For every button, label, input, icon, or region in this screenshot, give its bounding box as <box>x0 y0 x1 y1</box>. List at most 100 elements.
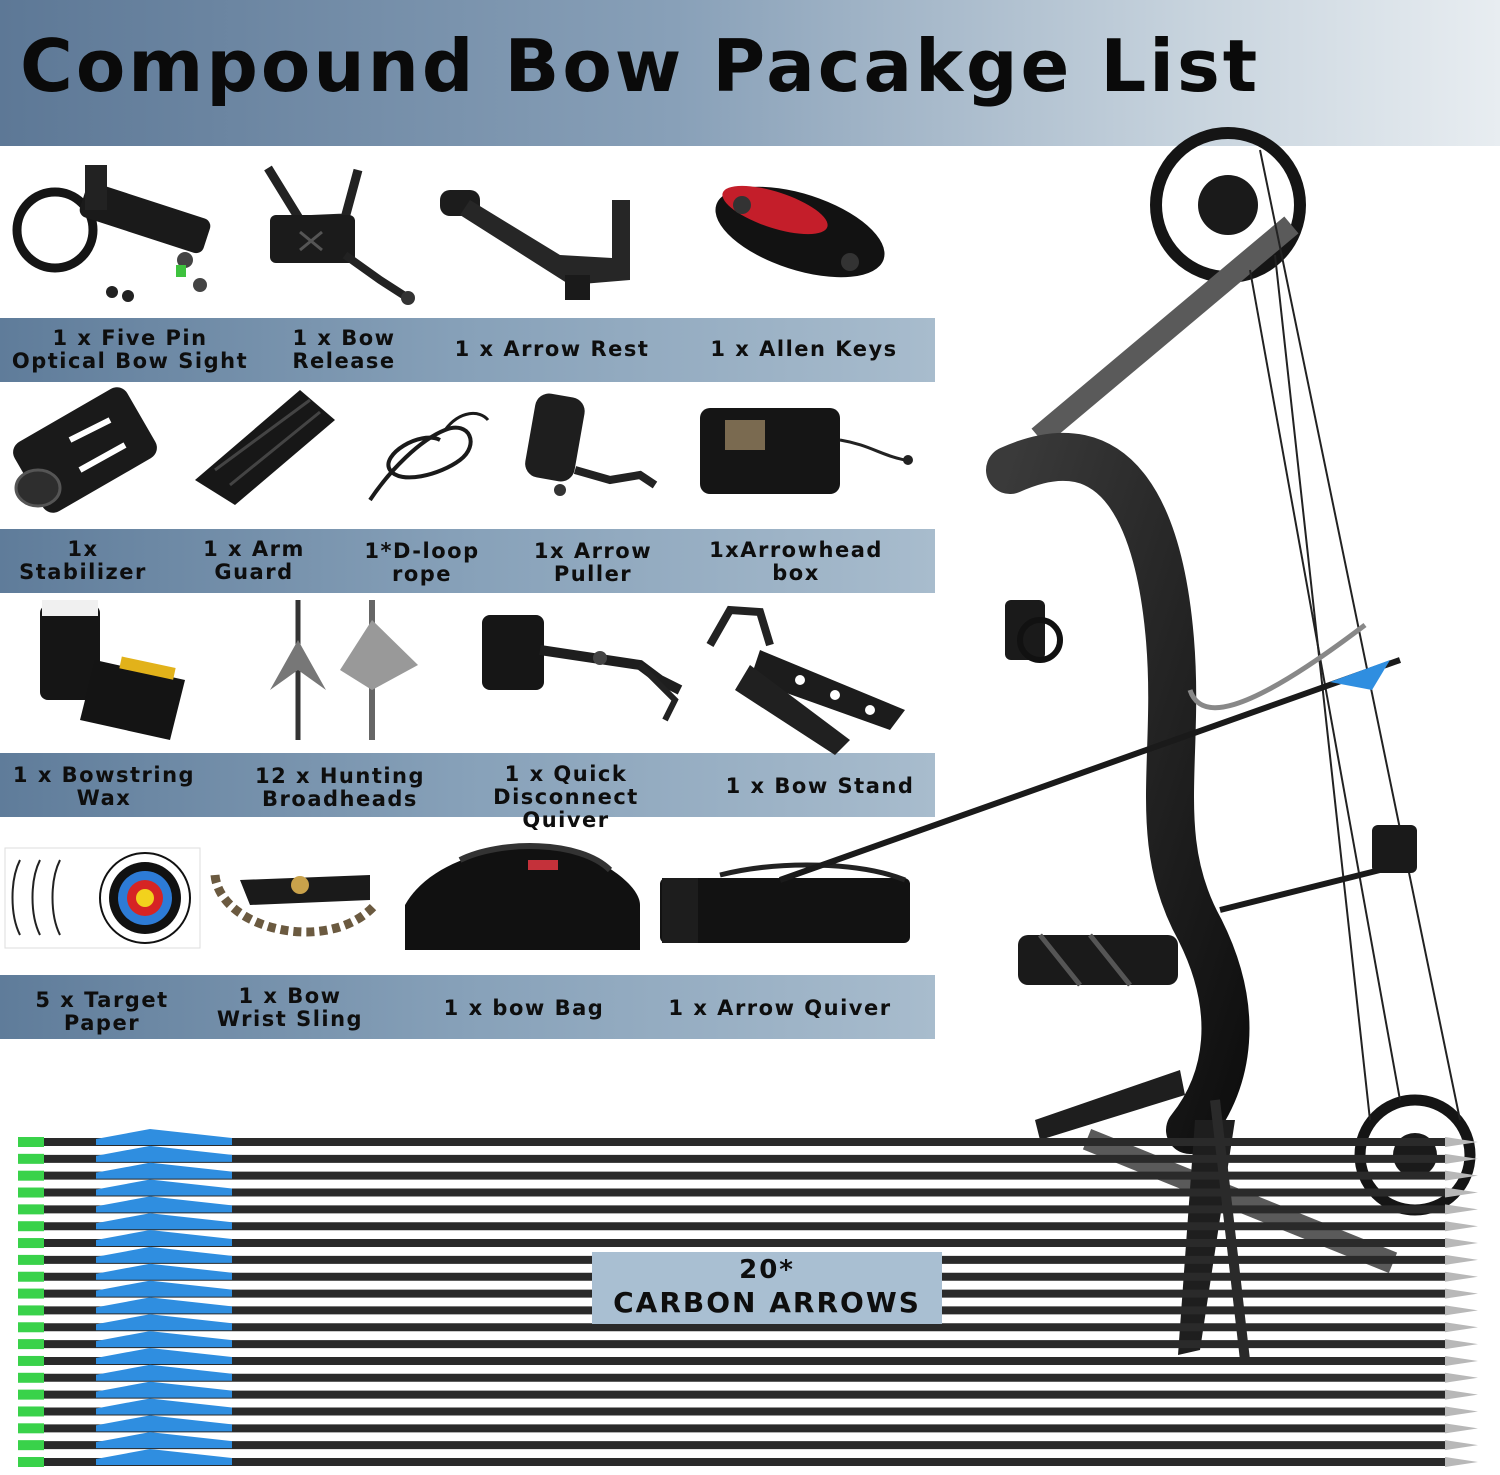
arrow-nock <box>18 1305 44 1316</box>
label-band-row-4 <box>0 975 935 1039</box>
header-banner <box>0 0 1500 146</box>
label-quick-disconnect-quiver: 1 x Quick Disconnect Quiver <box>493 762 639 832</box>
label-band-row-2 <box>0 529 935 593</box>
label-arm-guard: 1 x Arm Guard <box>203 537 305 584</box>
arrow-tip <box>1445 1423 1478 1434</box>
arrow-tip <box>1445 1238 1478 1249</box>
label-five-pin-sight: 1 x Five Pin Optical Bow Sight <box>11 326 249 373</box>
wrist-sling-icon <box>210 874 379 937</box>
bow-sight-icon <box>12 165 211 302</box>
arrow-tip <box>1445 1457 1478 1467</box>
arrow-nock <box>18 1271 44 1282</box>
arrows-label: CARBON ARROWS <box>613 1286 921 1319</box>
label-arrow-rest: 1 x Arrow Rest <box>454 337 650 361</box>
arrowhead-box-icon <box>700 408 913 494</box>
arrow-nock <box>18 1204 44 1215</box>
arrow-tip <box>1445 1137 1478 1147</box>
arrow-nock <box>18 1339 44 1350</box>
label-arrow-quiver: 1 x Arrow Quiver <box>668 996 892 1020</box>
arrow-fletching <box>96 1347 232 1364</box>
page-title: Compound Bow Pacakge List <box>20 24 1261 108</box>
arrow-tip <box>1445 1355 1478 1366</box>
arrow-nock <box>18 1288 44 1299</box>
arrow-fletching <box>96 1449 232 1465</box>
label-stabilizer: 1x Stabilizer <box>19 537 147 584</box>
arrow-nock <box>18 1238 44 1249</box>
arrows-count: 20* <box>739 1255 795 1285</box>
carbon-arrows-caption: 20* CARBON ARROWS <box>592 1252 942 1324</box>
arrow-nock <box>18 1187 44 1198</box>
label-band-row-1 <box>0 318 935 382</box>
arm-guard-icon <box>195 390 335 505</box>
arrow-fletching <box>96 1297 232 1314</box>
label-wrist-sling: 1 x Bow Wrist Sling <box>216 984 364 1031</box>
arrow-nock <box>18 1221 44 1232</box>
d-loop-rope-icon <box>368 411 490 502</box>
arrow-nock <box>18 1406 44 1417</box>
arrow-tip <box>1445 1339 1478 1350</box>
arrow-tip <box>1445 1204 1478 1215</box>
bow-release-icon <box>264 165 415 305</box>
carbon-arrows-icon <box>18 1129 1478 1467</box>
label-d-loop-rope: 1*D-loop rope <box>364 539 480 586</box>
arrow-tip <box>1445 1153 1478 1164</box>
label-target-paper: 5 x Target Paper <box>35 988 169 1035</box>
arrow-fletching <box>96 1145 232 1162</box>
arrow-fletching <box>96 1162 232 1179</box>
label-bow-bag: 1 x bow Bag <box>443 996 605 1020</box>
arrow-nock <box>18 1254 44 1265</box>
arrow-nock <box>18 1440 44 1451</box>
quiver-icon <box>482 615 683 722</box>
arrow-puller-icon <box>525 393 658 496</box>
arrow-tip <box>1445 1271 1478 1282</box>
arrow-fletching <box>96 1331 232 1348</box>
arrow-tip <box>1445 1288 1478 1299</box>
arrow-fletching <box>96 1213 232 1230</box>
arrow-fletching <box>96 1398 232 1415</box>
stabilizer-icon <box>13 387 157 513</box>
arrow-fletching <box>96 1263 232 1280</box>
arrow-nock <box>18 1170 44 1181</box>
target-paper-icon <box>4 847 201 949</box>
arrow-rest-icon <box>440 190 630 300</box>
arrow-nock <box>18 1355 44 1366</box>
arrow-fletching <box>96 1381 232 1398</box>
arrow-fletching <box>96 1246 232 1263</box>
arrow-nock <box>18 1423 44 1434</box>
arrow-fletching <box>96 1364 232 1381</box>
arrow-tip <box>1445 1187 1478 1198</box>
arrow-nock <box>18 1137 44 1147</box>
arrow-fletching <box>96 1432 232 1449</box>
arrow-nock <box>18 1153 44 1164</box>
bow-stand-icon <box>706 605 905 755</box>
label-bowstring-wax: 1 x Bowstring Wax <box>12 763 196 810</box>
label-allen-keys: 1 x Allen Keys <box>710 337 898 361</box>
arrow-nock <box>18 1322 44 1333</box>
arrow-tip <box>1445 1389 1478 1400</box>
arrow-tip <box>1445 1305 1478 1316</box>
arrow-fletching <box>96 1280 232 1297</box>
label-band-row-3 <box>0 753 935 817</box>
arrow-fletching <box>96 1179 232 1196</box>
label-hunting-broadheads: 12 x Hunting Broadheads <box>254 764 426 811</box>
broadhead-icon <box>270 600 418 740</box>
label-arrow-puller: 1x Arrow Puller <box>533 539 653 586</box>
compound-bow-icon <box>778 127 1476 1361</box>
arrow-nock <box>18 1457 44 1467</box>
arrow-tip <box>1445 1221 1478 1232</box>
arrow-tip <box>1445 1170 1478 1181</box>
label-bow-release: 1 x Bow Release <box>292 326 396 373</box>
bow-bag-icon <box>405 843 640 950</box>
arrow-nock <box>18 1389 44 1400</box>
arrow-fletching <box>96 1314 232 1331</box>
arrow-fletching <box>96 1129 232 1145</box>
arrow-tip <box>1445 1440 1478 1451</box>
bowstring-wax-icon <box>40 600 185 740</box>
arrow-fletching <box>96 1196 232 1213</box>
arrow-nock <box>18 1372 44 1383</box>
arrow-tip <box>1445 1322 1478 1333</box>
allen-keys-icon <box>715 185 885 278</box>
arrow-fletching <box>96 1230 232 1247</box>
arrow-tip <box>1445 1254 1478 1265</box>
